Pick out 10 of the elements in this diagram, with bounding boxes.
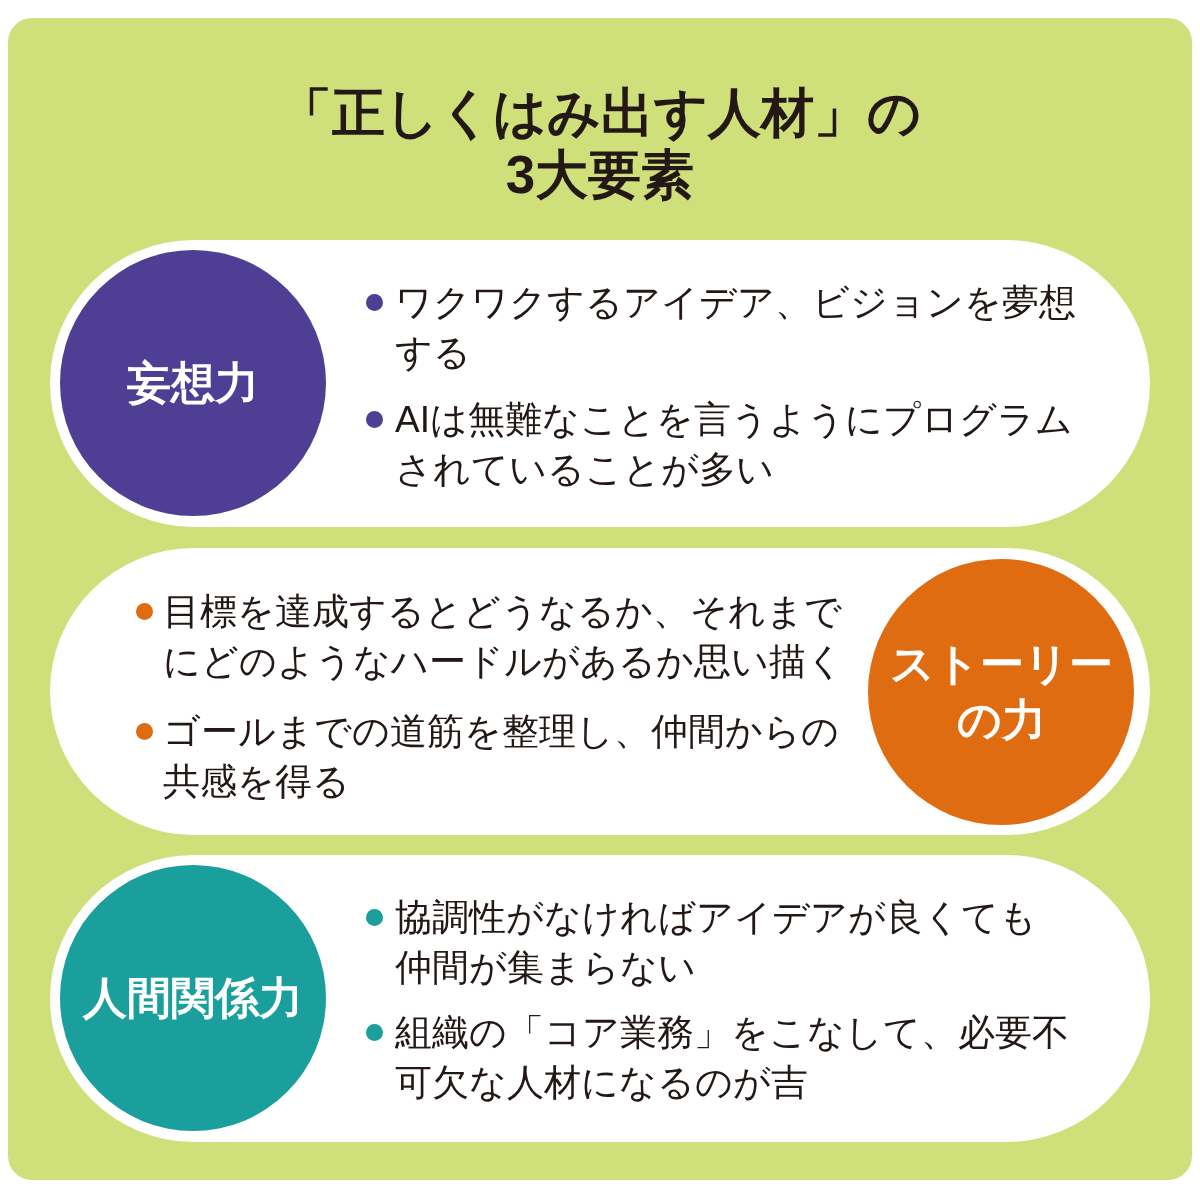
bullet-text: ワクワクするアイデア、ビジョンを夢想する [395,281,1077,375]
category-circle: 人間関係力 [60,865,326,1131]
title: 「正しくはみ出す人材」の3大要素 [278,82,922,206]
bullet-text: AIは無難なことを言うようにプログラムされていることが多い [395,398,1074,492]
category-circle: ストーリーの力 [868,559,1134,825]
category-circle: 妄想力 [60,250,326,516]
bullet-text: 目標を達成するとどうなるか、それまでにどのようなハードルがあるか思い描く [163,590,845,684]
bullet-text: 協調性がなければアイデアが良くても仲間が集まらない [395,896,1038,990]
bullet-text: ゴールまでの道筋を整理し、仲間からの共感を得る [163,710,840,804]
bullet-text: 組織の「コア業務」をこなして、必要不可欠な人材になるのが吉 [395,1011,1070,1105]
